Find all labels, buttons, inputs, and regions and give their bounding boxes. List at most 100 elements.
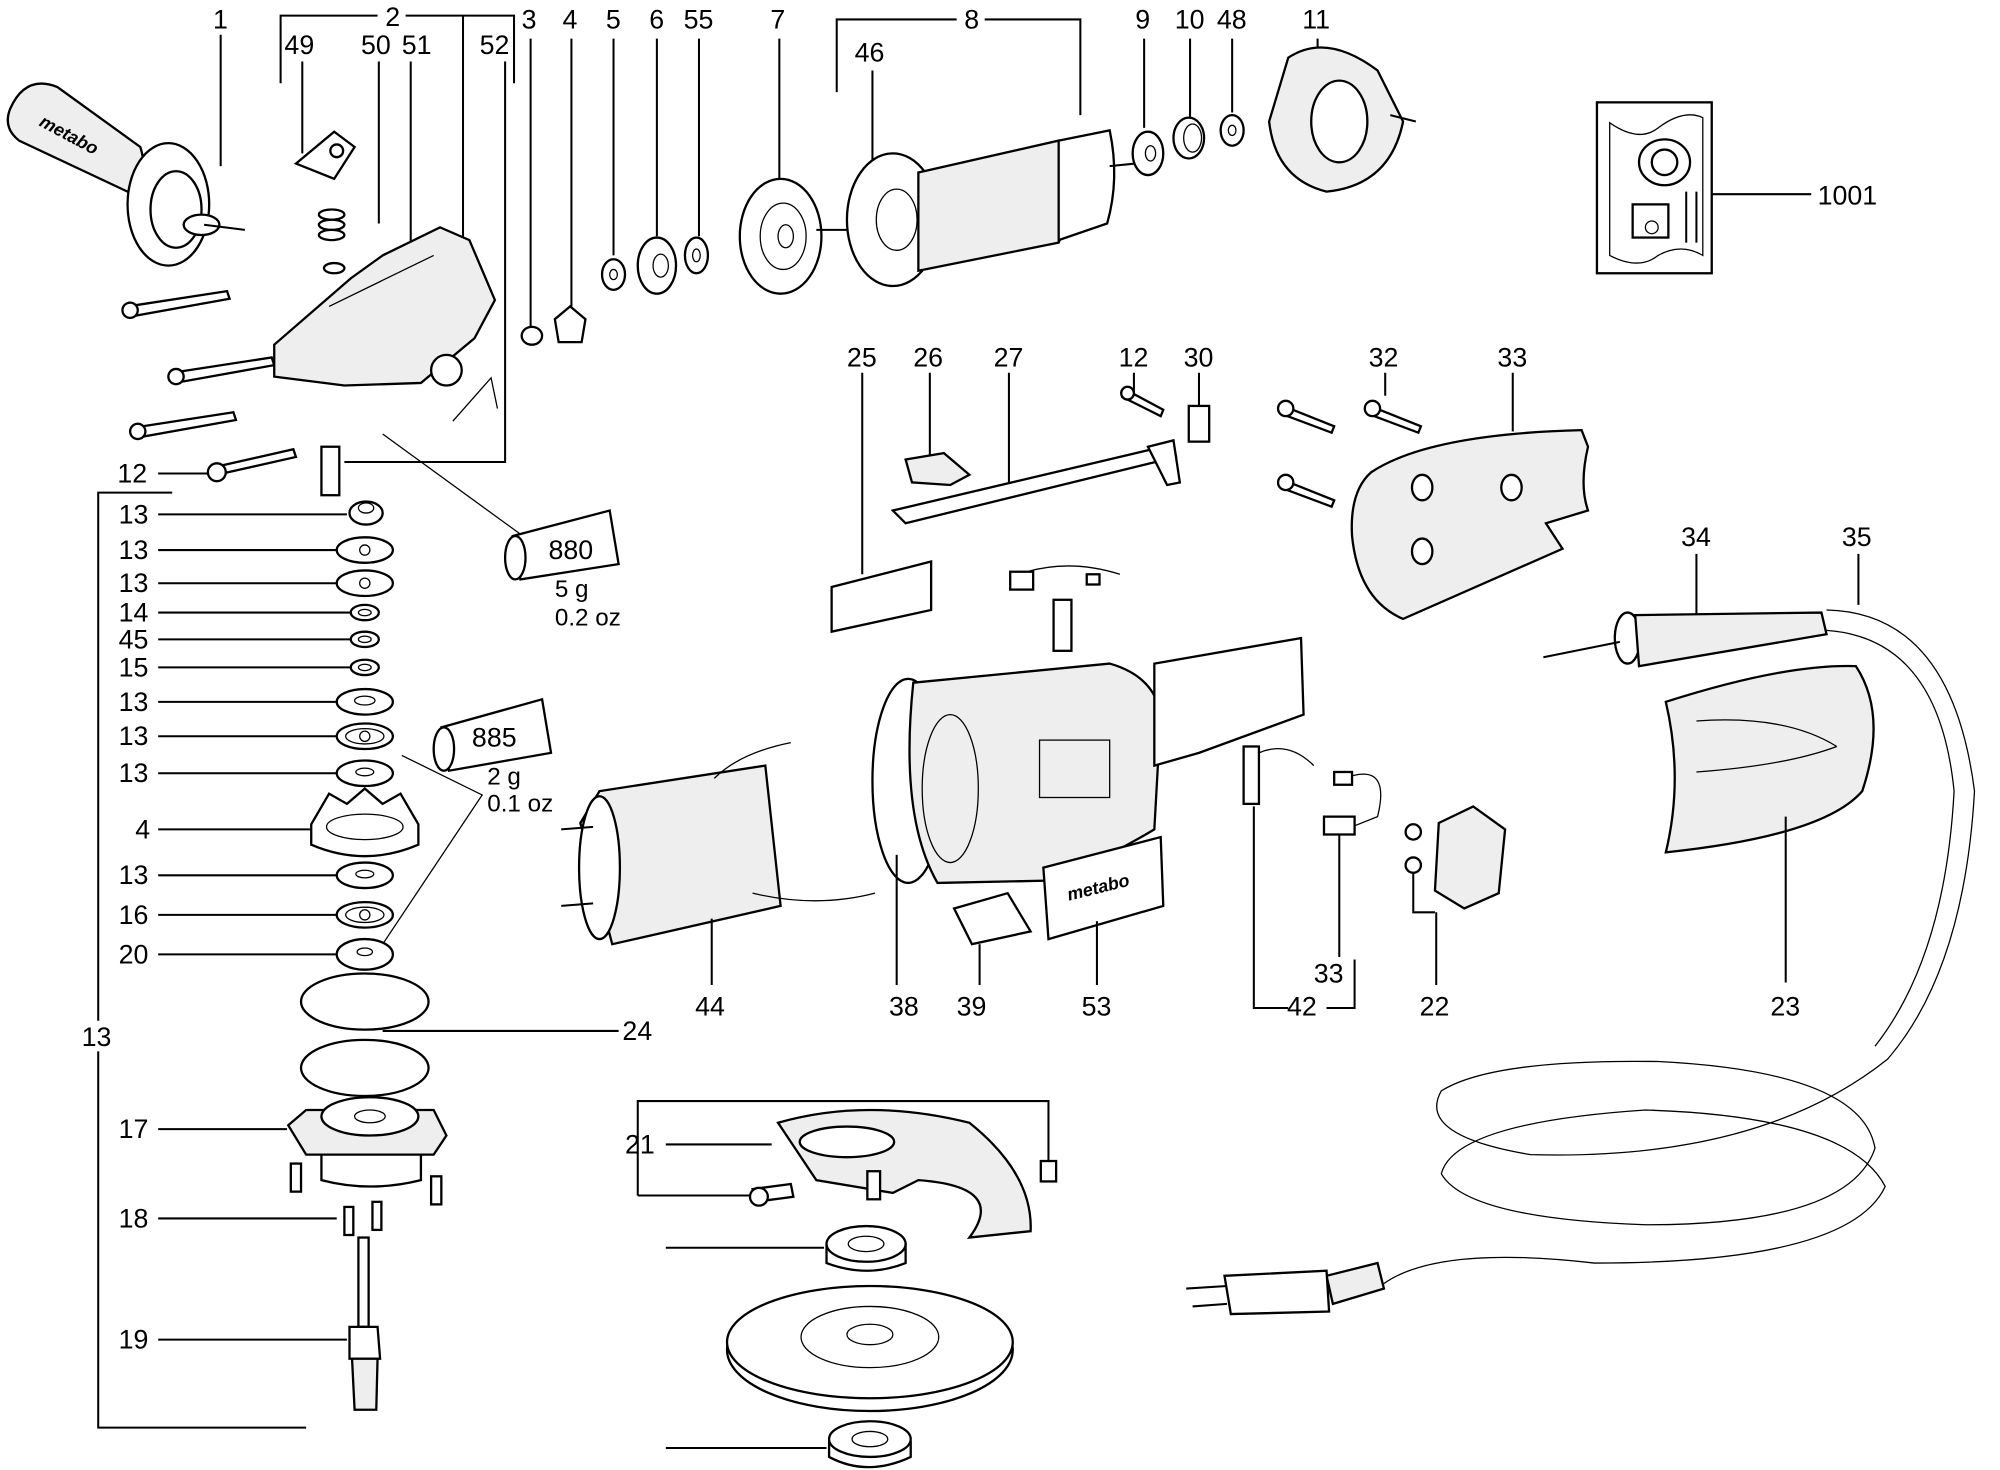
part-13-nut [348,500,384,526]
svg-text:45: 45 [119,624,149,654]
svg-text:11: 11 [1302,4,1330,34]
callout-12-left: 12 [117,447,298,488]
callout-13-c: 13 [119,568,339,598]
svg-text:9: 9 [1135,4,1150,34]
svg-text:13: 13 [82,1022,112,1052]
part-brush-holder-top [1009,565,1121,652]
svg-text:32: 32 [1369,342,1399,372]
part-48-washer [1219,113,1245,147]
svg-text:4: 4 [135,814,150,844]
callout-13-h: 16 [119,900,337,930]
part-33-housing-cover-top [1350,428,1590,621]
svg-text:26: 26 [913,342,943,372]
part-49-locking-lever [293,130,357,181]
part-13-lock-plate-2 [335,569,395,598]
svg-text:17: 17 [119,1114,149,1144]
callout-14: 14 [119,597,351,627]
part-10-bearing-sleeve [1172,116,1206,160]
part-13-disc-4 [335,861,395,890]
screw-set-left [121,289,276,441]
part-35-power-cord [1186,609,1976,1316]
part-17-gear-flange [286,1096,448,1206]
inset-1001-switch-detail [1595,101,1713,275]
callout-27: 27 [994,342,1023,485]
svg-text:25: 25 [847,342,877,372]
svg-text:51: 51 [402,30,432,60]
svg-text:33: 33 [1314,958,1344,988]
svg-text:2: 2 [385,2,400,32]
callout-5: 5 [606,4,621,256]
callout-38: 53 [1082,921,1111,1022]
callout-34: 34 [1681,522,1711,639]
callout-55: 55 [684,4,713,237]
part-24-o-rings [299,972,430,1098]
callout-7: 7 [770,4,785,179]
callout-13-e: 13 [119,721,337,751]
svg-text:3: 3 [522,4,537,34]
part-26-slide-button [904,451,972,487]
svg-text:14: 14 [119,597,149,627]
svg-text:50: 50 [361,30,391,60]
grease-880-weight: 5 g [555,576,589,603]
callout-13-a: 13 [119,499,347,529]
svg-text:33: 33 [1497,342,1527,372]
part-18-screws [343,1200,383,1237]
callout-4: 4 [563,4,578,307]
part-13-disc-3 [335,759,395,788]
part-25-label-plate [830,560,933,634]
part-39-switch [1242,745,1315,806]
callout-12-top: 12 [1119,342,1149,394]
svg-text:46: 46 [855,38,885,68]
callout-17: 17 [119,1114,287,1144]
svg-text:13: 13 [119,860,149,890]
part-grinding-disc [725,1284,1014,1413]
part-2-gear-housing [273,226,499,422]
callout-19: 19 [119,1325,347,1355]
svg-text:30: 30 [1184,342,1214,372]
svg-text:16: 16 [119,900,149,930]
svg-text:20: 20 [119,939,149,969]
svg-text:35: 35 [1842,522,1872,552]
callout-1001: 1001 [1711,180,1877,210]
grease-tube-885: 885 2 g 0.1 oz [382,697,553,945]
callout-18: 18 [119,1203,337,1233]
grease-885-weight: 2 g [487,764,521,791]
part-42-terminal-block [1404,805,1507,914]
callout-50: 50 [361,30,391,224]
callout-24: 24 [382,1016,652,1046]
callout-49: 49 [284,30,314,154]
part-8-armature [816,129,1136,288]
svg-text:4: 4 [563,4,578,34]
grease-880-code: 880 [548,535,593,565]
part-36-stator [561,742,876,946]
svg-text:44: 44 [695,992,725,1022]
grease-885-weight-oz: 0.1 oz [487,791,553,818]
grease-tube-880: 880 5 g 0.2 oz [382,433,621,631]
part-12-screw [1120,385,1165,418]
svg-text:1: 1 [213,4,228,34]
callout-30: 30 [1184,342,1214,409]
callout-26: 26 [913,342,943,457]
part-55-washer [683,236,710,275]
svg-text:48: 48 [1217,4,1247,34]
svg-text:10: 10 [1175,4,1205,34]
svg-text:12: 12 [1119,342,1149,372]
callout-10: 10 [1175,4,1205,118]
svg-text:22: 22 [1420,992,1450,1022]
part-6-bearing [636,236,678,295]
callout-46: 46 [855,38,885,167]
part-13-disc-2 [335,722,395,751]
callout-39-53-bracket: 42 33 [1252,806,1356,1022]
part-38-brand-label: metabo [1042,835,1165,941]
callout-6: 6 [649,4,664,237]
svg-text:6: 6 [649,4,664,34]
svg-text:49: 49 [284,30,314,60]
callout-15: 15 [119,652,351,682]
svg-text:12: 12 [117,458,147,488]
callout-16: 20 [119,939,337,969]
part-22-support-flange [825,1224,907,1272]
callout-25: 25 [847,342,877,575]
part-37-motor-housing [871,636,1305,885]
part-44-sticker [952,891,1033,946]
